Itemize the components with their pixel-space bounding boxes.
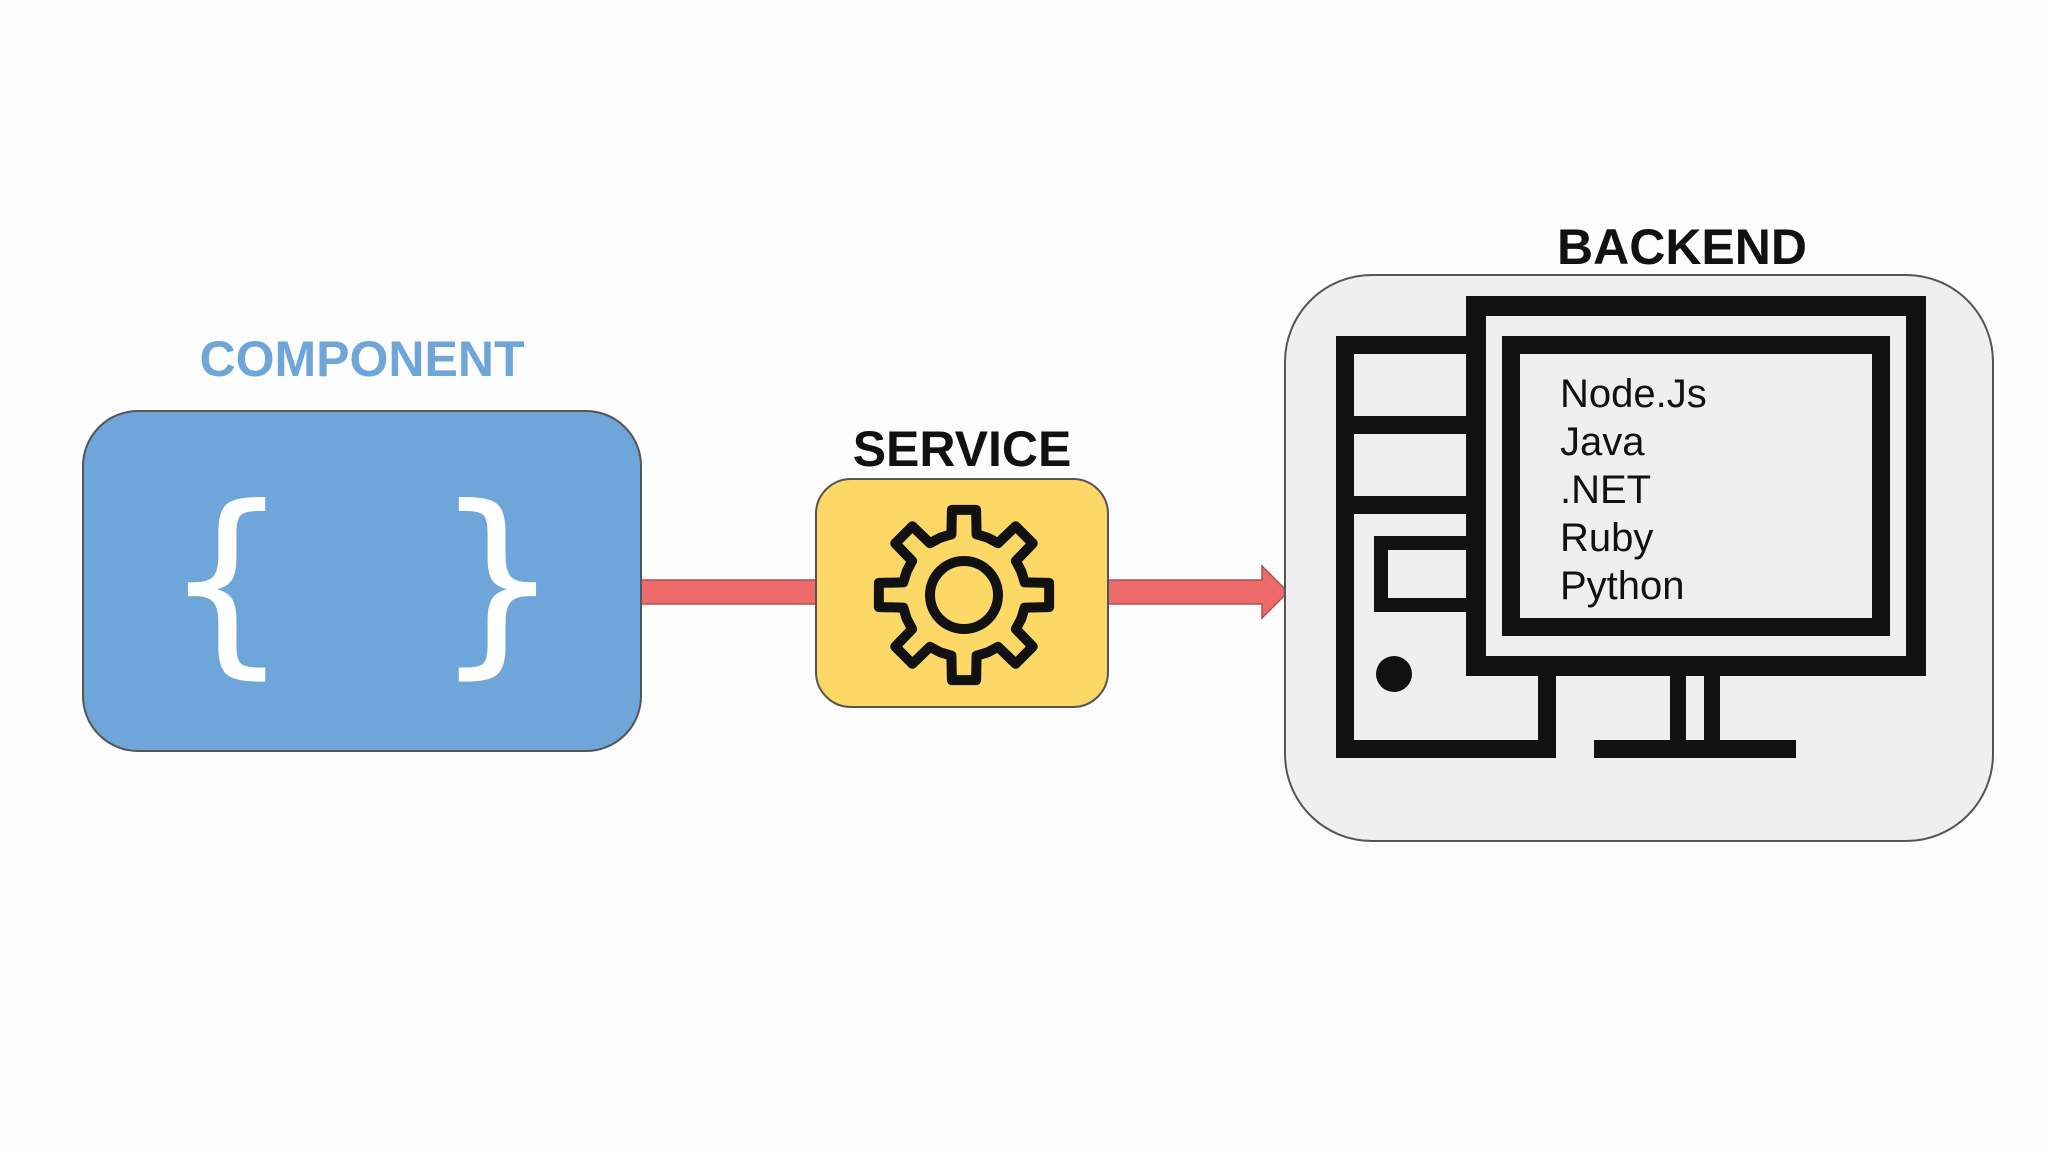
list-item: Ruby bbox=[1560, 516, 1654, 560]
backend-title: BACKEND bbox=[1557, 219, 1807, 275]
list-item: Java bbox=[1560, 420, 1645, 464]
gear-hub bbox=[925, 556, 1003, 634]
computer-tower-icon bbox=[1336, 336, 1556, 758]
component-box: { } bbox=[82, 410, 642, 752]
curly-braces-icon: { } bbox=[162, 464, 602, 697]
service-title: SERVICE bbox=[852, 421, 1072, 477]
monitor-icon bbox=[1466, 296, 1926, 758]
service-to-backend-arrow bbox=[1104, 564, 1290, 620]
list-item: Python bbox=[1560, 564, 1685, 608]
gear-icon bbox=[873, 504, 1055, 686]
backend-technology-list: Node.Js Java .NET Ruby Python bbox=[1560, 370, 1707, 610]
service-box bbox=[815, 478, 1109, 708]
gear-outline bbox=[873, 504, 1055, 686]
component-title: COMPONENT bbox=[199, 331, 525, 387]
list-item: .NET bbox=[1560, 468, 1652, 512]
list-item: Node.Js bbox=[1560, 372, 1707, 416]
